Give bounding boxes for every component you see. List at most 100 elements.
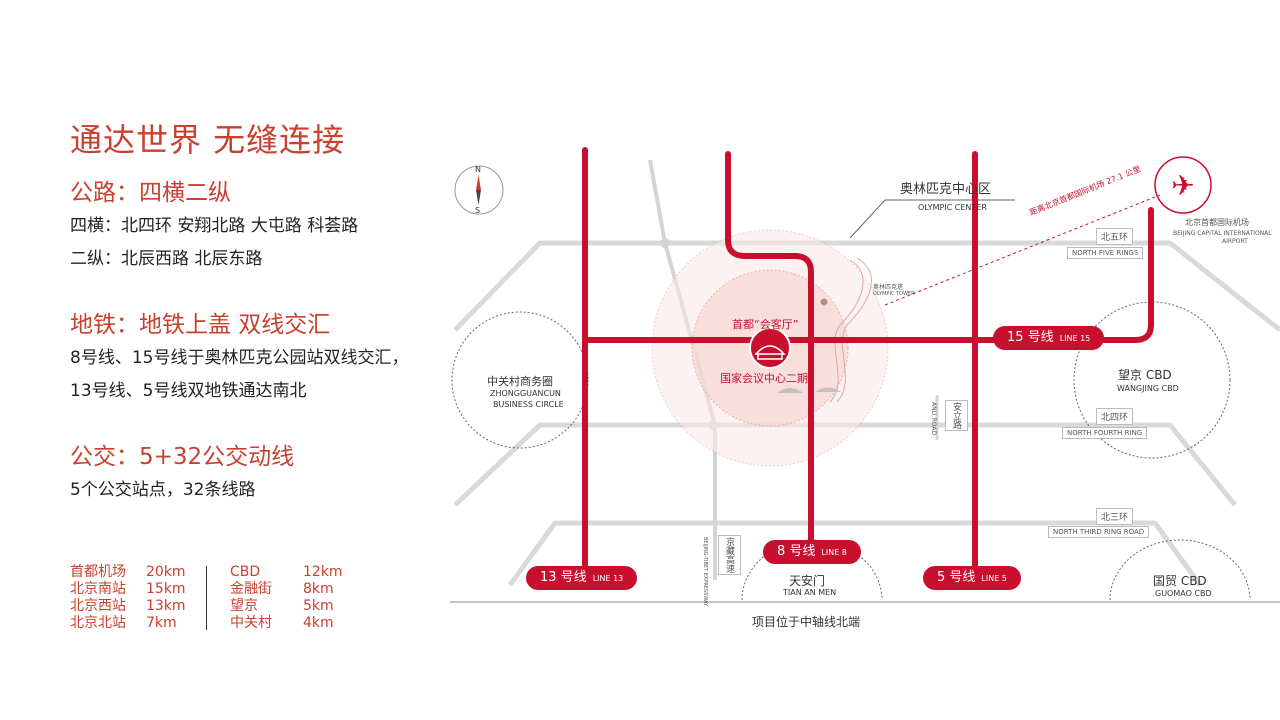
distance-value: 7km xyxy=(146,615,177,631)
compass-n: N xyxy=(475,165,481,174)
distance-name: 北京北站 xyxy=(70,615,126,631)
compass-needle-icon xyxy=(476,175,481,205)
road-heading: 公路：四横二纵 xyxy=(70,180,231,206)
distance-name: 中关村 xyxy=(230,615,272,631)
north-third-ring xyxy=(507,520,1203,587)
line15-en: LINE 15 xyxy=(1059,334,1091,343)
distance-names-left: 首都机场 北京南站 北京西站 北京北站 xyxy=(70,564,126,632)
road-line-2: 二纵：北辰西路 北辰东路 xyxy=(70,249,263,269)
jingzang-en: BEIJING-TIBET EXPRESSWAY xyxy=(702,537,708,607)
road-line-1: 四横：北四环 安翔北路 大屯路 科荟路 xyxy=(70,216,359,236)
distance-value: 5km xyxy=(303,598,334,614)
distance-name: 金融街 xyxy=(230,581,272,597)
road-section: 公路：四横二纵 四横：北四环 安翔北路 大屯路 科荟路 二纵：北辰西路 北辰东路 xyxy=(70,176,450,276)
subway-heading: 地铁：地铁上盖 双线交汇 xyxy=(70,312,331,338)
ring4-en: NORTH FOURTH RING xyxy=(1062,427,1148,439)
ring3-cn: 北三环 xyxy=(1096,508,1134,525)
distance-name: 北京西站 xyxy=(70,598,126,614)
subway-line-8 xyxy=(725,151,814,553)
project-cn-2: 国家会议中心二期 xyxy=(720,372,808,385)
compass-circle xyxy=(454,165,504,215)
airport-cn: 北京首都国际机场 xyxy=(1185,218,1249,227)
olympic-center-cn: 奥林匹克中心区 xyxy=(900,182,992,197)
expressway-node xyxy=(660,238,670,248)
ring5-cn: 北五环 xyxy=(1096,228,1134,245)
map-caption: 项目位于中轴线北端 xyxy=(752,615,861,629)
wangjing-circle xyxy=(1073,301,1231,459)
olympic-tower-cn: 奥林匹克塔 xyxy=(873,284,904,291)
anli-road-en: ANLI ROAD xyxy=(930,402,937,436)
project-quote: “会客厅” xyxy=(754,318,799,331)
olympic-tower-en: OLYMPIC TOWER xyxy=(873,291,915,297)
compass-s: S xyxy=(475,206,481,215)
bus-section: 公交：5+32公交动线 5个公交站点，32条线路 xyxy=(70,440,450,507)
info-panel: 通达世界 无缝连接 公路：四横二纵 四横：北四环 安翔北路 大屯路 科荟路 二纵… xyxy=(70,118,450,507)
olympic-center-en: OLYMPIC CENTER xyxy=(918,203,987,212)
distance-table: 首都机场 北京南站 北京西站 北京北站 20km 15km 13km 7km C… xyxy=(70,564,370,632)
stadium-icon xyxy=(815,387,841,392)
distance-name: 北京南站 xyxy=(70,581,126,597)
distance-value: 13km xyxy=(146,598,186,614)
line13-cn: 13 号线 xyxy=(540,570,587,585)
tiananmen-en: TIAN AN MEN xyxy=(783,588,837,597)
bus-heading: 公交：5+32公交动线 xyxy=(70,444,295,470)
subway-line-15 xyxy=(582,207,1154,343)
olympic-center-leader xyxy=(849,199,1015,239)
distance-value: 12km xyxy=(303,564,343,580)
jingzang-cn: 京藏高速 xyxy=(718,535,741,575)
anli-road-cn: 安立路 xyxy=(945,400,968,431)
subway-lines xyxy=(582,147,1154,583)
distance-name: 望京 xyxy=(230,598,258,614)
line8-cn: 8 号线 xyxy=(777,544,816,559)
distance-values-right: 12km 8km 5km 4km xyxy=(303,564,343,632)
distance-value: 8km xyxy=(303,581,334,597)
tiananmen-cn: 天安门 xyxy=(789,574,826,588)
project-cn-1: 首都 xyxy=(732,318,754,331)
distance-name: CBD xyxy=(230,564,261,580)
wangjing-en: WANGJING CBD xyxy=(1117,384,1179,393)
subway-section: 地铁：地铁上盖 双线交汇 8号线、15号线于奥林匹克公园站双线交汇， 13号线、… xyxy=(70,308,450,408)
distance-value: 15km xyxy=(146,581,186,597)
line5-badge: 5 号线 LINE 5 xyxy=(923,566,1021,590)
distance-divider xyxy=(206,566,207,630)
wangjing-cn: 望京 CBD xyxy=(1118,368,1172,382)
subway-line-1: 8号线、15号线于奥林匹克公园站双线交汇， xyxy=(70,348,409,368)
distance-values-left: 20km 15km 13km 7km xyxy=(146,564,186,632)
airplane-icon: ✈ xyxy=(1171,169,1194,202)
distance-name: 首都机场 xyxy=(70,564,126,580)
line13-badge: 13 号线 LINE 13 xyxy=(526,566,638,590)
project-building-icon xyxy=(754,345,786,360)
location-map: ✈ N S 奥林匹克中心区 OLYMPIC CENTER 奥林匹克塔 OLYMP… xyxy=(445,140,1280,640)
project-marker xyxy=(749,327,791,369)
zgc-en-2: BUSINESS CIRCLE xyxy=(493,400,564,409)
distance-names-right: CBD 金融街 望京 中关村 xyxy=(230,564,272,632)
guomao-en: GUOMAO CBD xyxy=(1155,589,1212,598)
page-title: 通达世界 无缝连接 xyxy=(70,121,346,159)
line15-badge: 15 号线 LINE 15 xyxy=(993,326,1105,350)
line8-en: LINE 8 xyxy=(821,548,847,557)
olympic-park-contour xyxy=(829,259,864,403)
line8-badge: 8 号线 LINE 8 xyxy=(763,540,861,564)
airport-en-2: AIRPORT xyxy=(1222,238,1248,245)
olympic-park-contour xyxy=(836,257,872,403)
zgc-en-1: ZHONGGUANCUN xyxy=(490,389,561,398)
olympic-tower-dot xyxy=(820,298,828,306)
airport-en-1: BEIJING CAPITAL INTERNATIONAL xyxy=(1173,230,1272,237)
zgc-cn: 中关村商务圈 xyxy=(487,375,553,388)
tiananmen-arc xyxy=(741,539,883,601)
line5-en: LINE 5 xyxy=(981,574,1007,583)
guomao-arc xyxy=(1109,539,1251,601)
subway-line-2: 13号线、5号线双地铁通达南北 xyxy=(70,381,307,401)
ring5-en: NORTH FIVE RINGS xyxy=(1067,247,1144,259)
bus-line-1: 5个公交站点，32条线路 xyxy=(70,480,256,500)
north-fifth-ring xyxy=(453,240,1280,332)
line5-cn: 5 号线 xyxy=(937,570,976,585)
stadium-icon xyxy=(777,388,803,393)
line13-en: LINE 13 xyxy=(592,574,624,583)
airport-dashed-route xyxy=(884,194,1161,306)
distance-value: 20km xyxy=(146,564,186,580)
guomao-cn: 国贸 CBD xyxy=(1153,574,1207,588)
ring4-cn: 北四环 xyxy=(1096,408,1134,425)
distance-value: 4km xyxy=(303,615,334,631)
line15-cn: 15 号线 xyxy=(1007,330,1054,345)
